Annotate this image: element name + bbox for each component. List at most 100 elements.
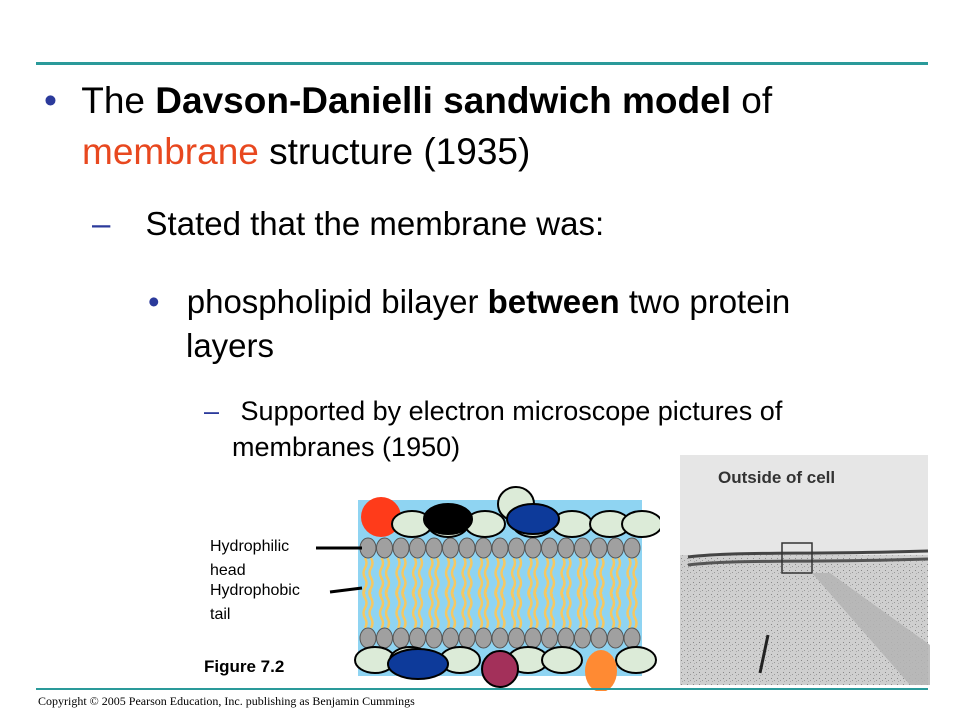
lipid-head [475,627,492,649]
lipid-tail [632,589,638,629]
lipid-head [623,627,641,649]
bullet-2-line-2: layers [186,327,275,364]
bullet-1-rest: structure (1935) [258,131,531,172]
bullet-1-line-2: membrane structure (1935) [82,131,530,173]
lipid-tails [362,557,638,629]
lipid-tail [593,589,599,629]
lipid-tail [444,589,451,629]
lipid-head [508,627,525,649]
lipid-tail [516,589,523,629]
dash-2-text-1: Supported by electron microscope picture… [240,396,783,426]
dash-2-line-1: – Supported by electron microscope pictu… [204,396,782,427]
lipid-head [508,537,525,559]
lipid-head [376,627,393,649]
lipid-head [557,537,575,559]
lipid-head [409,627,426,649]
lipid-head [409,537,426,559]
micrograph-mark [758,634,770,674]
bullet-2-line-1: • phospholipid bilayer between two prote… [148,283,790,321]
lipid-tail [450,589,457,629]
dash-icon: – [92,205,111,242]
lipid-head [557,627,575,649]
lipid-heads [359,537,641,649]
bullet-icon: • [44,80,57,121]
lipid-tail [362,589,368,629]
dash-2-line-2: membranes (1950) [232,432,461,462]
lipid-head [392,627,410,649]
lipid-tail [461,589,467,629]
lipid-head [574,627,591,649]
bullet-1-red-word: membrane [82,131,259,172]
protein-navy-top [506,503,560,535]
dash-icon: – [204,396,220,426]
micrograph-title: Outside of cell [718,468,835,487]
lipid-tail [500,589,506,629]
lipid-head [541,537,558,559]
lipid-tail [477,589,484,629]
copyright: Copyright © 2005 Pearson Education, Inc.… [38,694,415,708]
label-hydrophilic: Hydrophilic [210,538,290,555]
lipid-tail [510,589,517,629]
lipid-head [442,627,459,649]
protein-maroon [481,650,519,688]
lipid-tail [533,589,539,629]
protein-red [361,497,401,537]
lipid-tail [549,589,556,629]
bullet-1-pre: The [81,80,156,121]
bullet-1-bold: Davson-Danielli sandwich model [155,80,731,121]
lipid-head [458,627,476,649]
lipid-tail [395,589,401,629]
protein-navy-bottom [387,648,449,680]
lipid-head [376,537,393,559]
label-pointers [316,546,363,594]
lipid-tail [609,589,616,629]
lipid-head [524,537,542,559]
lipid-head [458,537,476,559]
lipid-tail [566,589,572,629]
lipid-head [607,627,624,649]
lipid-head [574,537,591,559]
bullet-2-bold: between [487,283,620,320]
lipid-head [425,627,443,649]
dash-1: – Stated that the membrane was: [92,205,604,243]
protein-cap [541,646,583,674]
bullet-2-post: two protein [619,283,791,320]
lipid-tail [494,589,500,629]
lipid-tail [384,589,391,629]
lipid-tail [626,589,632,629]
lipid-head [425,537,443,559]
lipid-tail [483,589,490,629]
lipid-tail [615,589,622,629]
top-rule [36,62,928,65]
lipid-head [590,627,608,649]
lipid-head [524,627,542,649]
lipid-head [491,537,509,559]
label-hydrophilic-2: head [210,562,246,579]
lipid-head [475,537,492,559]
lipid-tail [599,589,605,629]
membrane-line-outer [687,549,929,559]
bottom-rule [36,688,928,690]
lipid-tail [582,589,589,629]
protein-cap [621,510,660,538]
bullet-2-pre: phospholipid bilayer [186,283,488,320]
protein-layer-bottom [354,646,657,674]
lipid-tail [368,589,374,629]
figure-caption: Figure 7.2 [204,657,285,676]
lipid-tail [417,589,424,629]
lipid-tail [560,589,566,629]
lipid-head [392,537,410,559]
zoom-box [781,542,813,574]
lipid-head [590,537,608,559]
lipid-tail [576,589,583,629]
zoom-wedge [812,573,930,685]
electron-micrograph: Outside of cell [680,455,930,685]
protein-black [423,503,473,535]
membrane-diagram [354,486,660,691]
lipid-tail [428,589,434,629]
lipid-head [623,537,641,559]
lipid-tail [543,589,550,629]
bullet-1-mid: of [730,80,773,121]
lipid-head [541,627,558,649]
label-hydrophobic-2: tail [210,606,231,623]
